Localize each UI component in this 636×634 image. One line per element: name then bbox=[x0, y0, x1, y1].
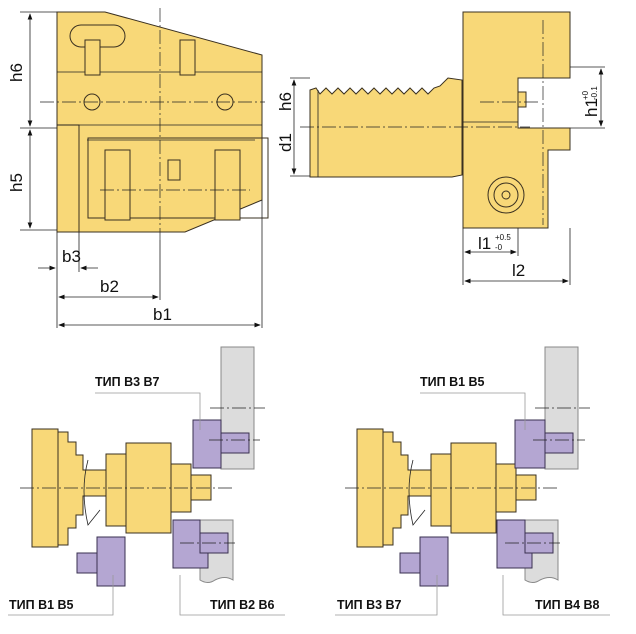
front-lower-notch bbox=[56, 124, 80, 233]
dim-h6-side: h6 bbox=[276, 92, 295, 111]
svg-text:+0: +0 bbox=[581, 90, 590, 100]
svg-text:-0.1: -0.1 bbox=[590, 86, 599, 100]
dim-d1: d1 bbox=[276, 133, 295, 152]
label-right-top: ТИП B1 B5 bbox=[420, 375, 485, 389]
svg-text:-0: -0 bbox=[495, 243, 503, 252]
side-view: h6 d1 h1 +0 -0.1 l1 +0.5 -0 l2 bbox=[276, 11, 605, 285]
svg-text:l1: l1 bbox=[478, 234, 491, 253]
dim-b2: b2 bbox=[100, 277, 119, 296]
dim-b3: b3 bbox=[62, 247, 81, 266]
threaded-shank bbox=[309, 77, 463, 178]
dim-h6-front: h6 bbox=[7, 63, 26, 82]
left-setup: ТИП B3 B7 ТИП B1 B5 ТИП B2 B6 bbox=[8, 346, 285, 616]
dim-l1: l1 +0.5 -0 bbox=[478, 233, 511, 253]
label-right-bottom-left: ТИП B3 B7 bbox=[337, 598, 402, 612]
label-right-bottom-right: ТИП B4 B8 bbox=[535, 598, 600, 612]
dim-l2: l2 bbox=[512, 261, 525, 280]
front-view: h6 h5 b3 b2 b1 bbox=[7, 8, 269, 328]
svg-text:+0.5: +0.5 bbox=[495, 233, 511, 242]
dim-b1: b1 bbox=[153, 305, 172, 324]
dim-h5: h5 bbox=[7, 173, 26, 192]
right-setup: ТИП B1 B5 ТИП B3 B7 ТИП B4 B8 bbox=[335, 346, 610, 616]
label-left-top: ТИП B3 B7 bbox=[95, 375, 160, 389]
svg-text:h1: h1 bbox=[582, 98, 601, 117]
label-left-bottom-right: ТИП B2 B6 bbox=[210, 598, 275, 612]
dim-h1: h1 +0 -0.1 bbox=[581, 86, 601, 117]
label-left-bottom-left: ТИП B1 B5 bbox=[9, 598, 74, 612]
